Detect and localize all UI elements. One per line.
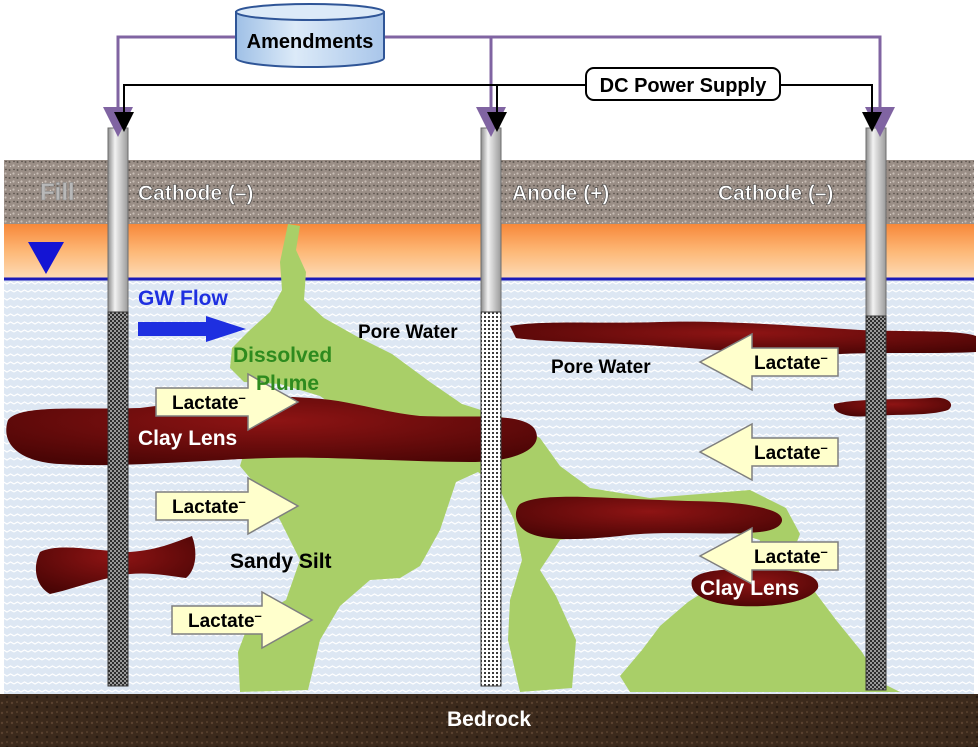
clay-lens-upper-left xyxy=(6,396,537,466)
lactate-label-3: Lactate– xyxy=(188,608,262,632)
gw-flow-label: GW Flow xyxy=(138,287,228,310)
lactate-arrows xyxy=(155,332,839,650)
gw-flow-arrow xyxy=(138,316,246,342)
pore-water-right-label: Pore Water xyxy=(551,357,651,378)
lactate-label-4: Lactate– xyxy=(754,350,828,374)
lactate-label-1: Lactate– xyxy=(172,390,246,414)
clay-lens-small-right xyxy=(833,397,952,417)
dissolved-plume-label-2: Plume xyxy=(256,372,319,395)
power-supply-box: DC Power Supply xyxy=(585,67,781,101)
amendment-lines xyxy=(103,35,895,137)
anode-well xyxy=(480,127,502,687)
clay-lens-right-label: Clay Lens xyxy=(700,577,799,600)
lactate-arrow-6 xyxy=(698,526,839,586)
cathode-right-label: Cathode (–) xyxy=(718,182,834,205)
lactate-arrow-1 xyxy=(155,372,300,432)
lactate-arrow-5 xyxy=(698,422,839,482)
cathode-well-left xyxy=(107,127,129,687)
pore-water-left-label: Pore Water xyxy=(358,322,458,343)
clay-lens-middle xyxy=(515,496,783,540)
cathode-left-label: Cathode (–) xyxy=(138,182,254,205)
lactate-arrow-2 xyxy=(155,476,300,536)
lactate-arrow-4 xyxy=(698,332,839,392)
sandy-silt-label: Sandy Silt xyxy=(230,550,332,573)
clay-lens-lower-right xyxy=(691,569,819,607)
amendments-label: Amendments xyxy=(247,31,374,53)
power-supply-label: DC Power Supply xyxy=(600,75,768,97)
lactate-arrow-3 xyxy=(171,590,314,650)
power-lines xyxy=(114,84,882,132)
fill-label: Fill xyxy=(40,179,75,206)
lactate-label-2: Lactate– xyxy=(172,494,246,518)
bedrock-layer xyxy=(0,694,978,747)
lactate-label-6: Lactate– xyxy=(754,544,828,568)
water-table-symbol xyxy=(28,242,64,274)
cathode-well-right xyxy=(865,127,887,691)
anode-label: Anode (+) xyxy=(512,182,609,205)
dissolved-plume-label-1: Dissolved xyxy=(233,344,332,367)
clay-lens-left-label: Clay Lens xyxy=(138,427,237,450)
amendments-tank: Amendments xyxy=(235,3,385,68)
dissolved-plume xyxy=(230,224,900,692)
bedrock-label: Bedrock xyxy=(447,708,531,731)
lactate-label-5: Lactate– xyxy=(754,440,828,464)
